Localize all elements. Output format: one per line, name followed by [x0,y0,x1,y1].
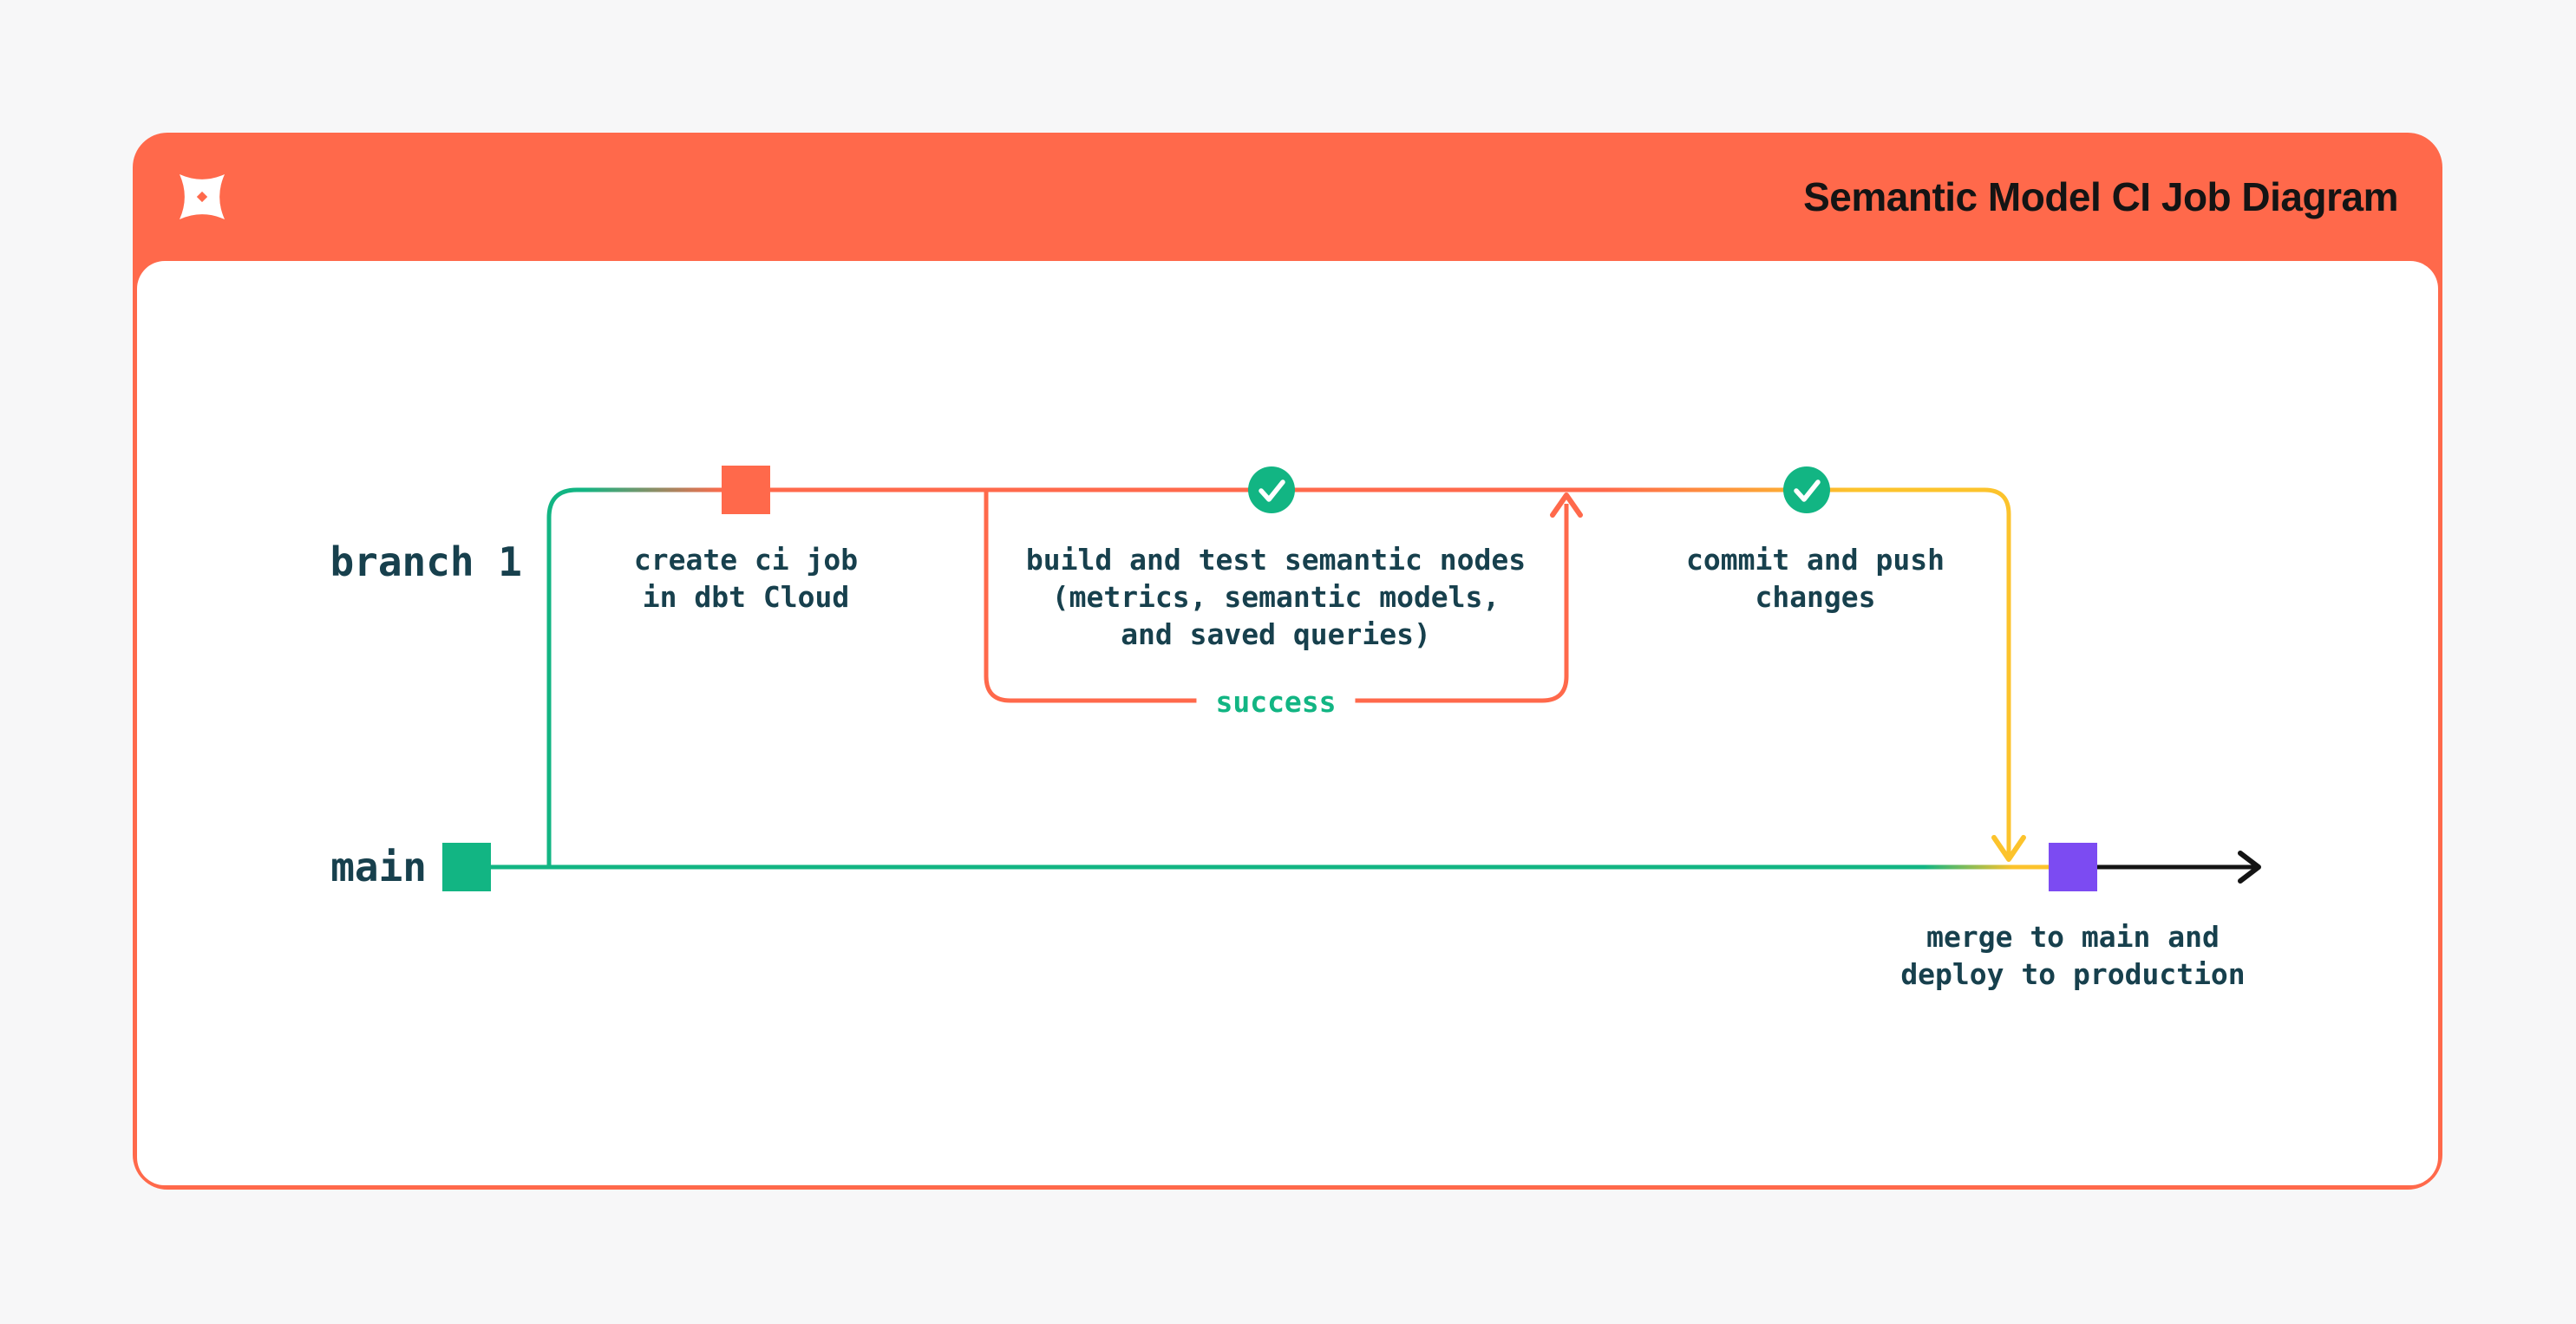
dbt-logo-icon [168,163,236,231]
arrow-up-icon [1550,492,1583,518]
merge-deploy-label: merge to main and deploy to production [1900,920,2246,991]
git-flow-diagram [442,466,2261,891]
branch-1-label: branch 1 [330,538,522,585]
commit-push-label: commit and push changes [1685,543,1945,614]
merge-commit-node [2049,843,2097,891]
arrow-down-icon [1991,835,2026,862]
branch-line-start [546,487,723,867]
card-header: Semantic Model CI Job Diagram [137,133,2438,261]
build-test-label: build and test semantic nodes (metrics, … [1025,543,1527,651]
page-title: Semantic Model CI Job Diagram [1803,174,2398,219]
diagram-canvas: branch 1 main create ci job in dbt Cloud… [137,261,2438,1185]
arrow-right-icon [2238,851,2261,884]
main-label: main [330,844,427,890]
create-ci-job-label: create ci job in dbt Cloud [633,543,859,614]
check-icon-build-test [1248,466,1295,513]
branch-line-top [723,487,2011,856]
success-label: success [1196,683,1356,721]
create-ci-job-commit-node [722,466,770,514]
diagram-card: Semantic Model CI Job Diagram [133,133,2442,1190]
check-icon-commit-push [1783,466,1830,513]
main-commit-node [442,843,491,891]
